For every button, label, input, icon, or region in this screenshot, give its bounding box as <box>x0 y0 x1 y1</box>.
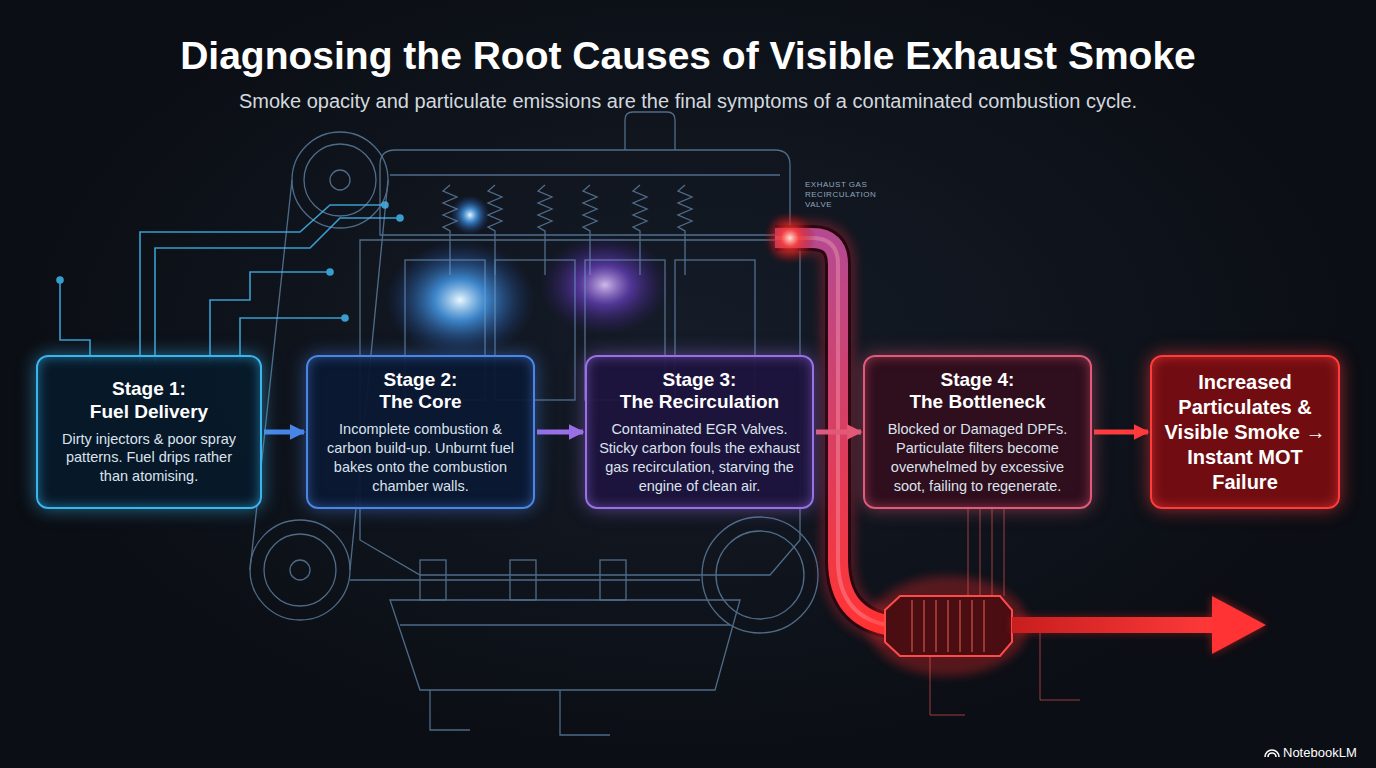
particulate-filter <box>947 600 948 652</box>
engine-wireframe <box>250 520 350 620</box>
fuel-circuit-lines <box>210 272 330 362</box>
exhaust-outlet-arrow <box>1012 617 1217 633</box>
engine-wireframe <box>292 132 388 228</box>
engine-wireframe <box>633 185 647 275</box>
stage-heading: Fuel Delivery <box>90 401 208 424</box>
engine-wireframe <box>600 560 626 600</box>
particulate-filter <box>968 505 969 596</box>
fuel-circuit-lines <box>397 215 403 221</box>
particulate-filter <box>930 656 965 715</box>
particulate-filter <box>868 505 1080 715</box>
combustion-glow <box>385 195 670 360</box>
engine-wireframe <box>390 174 780 175</box>
stage-description: Incomplete combustion & carbon build-up.… <box>320 420 521 495</box>
particulate-filter <box>923 600 924 652</box>
engine-wireframe <box>330 170 350 190</box>
stage-box: Stage 2:The CoreIncomplete combustion & … <box>306 355 535 510</box>
stage-description: Dirty injectors & poor spray patterns. F… <box>50 430 248 487</box>
particulate-filter <box>1004 505 1005 596</box>
exhaust-outlet-arrow <box>1012 617 1217 633</box>
combustion-glow <box>540 235 670 335</box>
engine-wireframe <box>510 560 536 600</box>
engine-wireframe <box>390 600 740 690</box>
fuel-circuit-lines <box>57 202 403 362</box>
exhaust-outlet-arrow <box>1212 596 1266 654</box>
particulate-filter <box>935 600 936 652</box>
particulate-filter <box>1040 633 1080 700</box>
watermark-icon <box>1265 750 1279 757</box>
combustion-glow <box>385 240 535 360</box>
particulate-filter <box>980 505 981 596</box>
exhaust-pipe <box>764 212 816 264</box>
engine-wireframe <box>360 240 800 575</box>
combustion-glow <box>450 195 490 235</box>
stage-heading: Stage 3: <box>663 369 737 392</box>
engine-wireframe <box>420 560 446 600</box>
particulate-filter <box>992 505 993 596</box>
stage-heading: The Recirculation <box>620 391 779 414</box>
outcome-text: Increased Particulates & Visible Smoke →… <box>1164 370 1326 495</box>
engine-wireframe <box>304 144 376 216</box>
stage-description: Blocked or Damaged DPFs. Particulate fil… <box>877 420 1078 495</box>
flow-arrow <box>1094 430 1148 435</box>
engine-wireframe <box>250 112 818 735</box>
fuel-circuit-lines <box>342 315 348 321</box>
watermark-icon <box>1268 753 1276 757</box>
flow-arrow <box>537 430 583 435</box>
engine-wireframe <box>264 534 336 606</box>
particulate-filter <box>959 600 960 652</box>
engine-wireframe <box>400 624 730 625</box>
outcome-box: Increased Particulates & Visible Smoke →… <box>1150 355 1340 510</box>
engine-wireframe <box>538 185 552 275</box>
flow-arrow <box>816 430 861 435</box>
engine-wireframe <box>443 185 457 275</box>
particulate-filter <box>930 505 1080 715</box>
exhaust-outlet-arrow <box>1212 596 1266 654</box>
engine-wireframe <box>716 531 804 619</box>
fuel-circuit-lines <box>327 269 333 275</box>
stage-heading: The Bottleneck <box>909 391 1045 414</box>
particulate-filter <box>983 600 984 652</box>
stage-box: Stage 1:Fuel DeliveryDirty injectors & p… <box>36 355 262 510</box>
flow-arrow <box>264 430 304 435</box>
engine-wireframe <box>625 112 675 150</box>
stage-heading: The Core <box>379 391 461 414</box>
watermark-icon <box>1265 750 1279 757</box>
engine-wireframe <box>430 690 470 730</box>
particulate-filter <box>971 600 972 652</box>
engine-wireframe <box>290 560 310 580</box>
particulate-filter <box>912 600 984 652</box>
diagram-title: Diagnosing the Root Causes of Visible Ex… <box>0 34 1376 79</box>
exhaust-outlet-arrow <box>1012 596 1266 654</box>
watermark: NotebookLM <box>1283 745 1369 761</box>
engine-wireframe <box>350 579 700 580</box>
engine-wireframe <box>702 517 818 633</box>
fuel-circuit-lines <box>60 280 90 362</box>
stage-heading: Stage 2: <box>384 369 458 392</box>
particulate-filter <box>911 600 912 652</box>
fuel-circuit-lines <box>57 277 63 283</box>
engine-wireframe <box>560 690 610 735</box>
stage-heading: Stage 1: <box>112 378 186 401</box>
particulate-filter <box>885 596 1012 656</box>
engine-wireframe <box>678 185 692 275</box>
stage-box: Stage 4:The BottleneckBlocked or Damaged… <box>863 355 1092 510</box>
stage-description: Contaminated EGR Valves. Sticky carbon f… <box>599 420 800 495</box>
fuel-circuit-lines <box>140 205 385 362</box>
part-label: EXHAUST GAS RECIRCULATION VALVE <box>805 180 895 210</box>
stage-box: Stage 3:The RecirculationContaminated EG… <box>585 355 814 510</box>
diagram-subtitle: Smoke opacity and particulate emissions … <box>0 89 1376 113</box>
stage-heading: Stage 4: <box>941 369 1015 392</box>
